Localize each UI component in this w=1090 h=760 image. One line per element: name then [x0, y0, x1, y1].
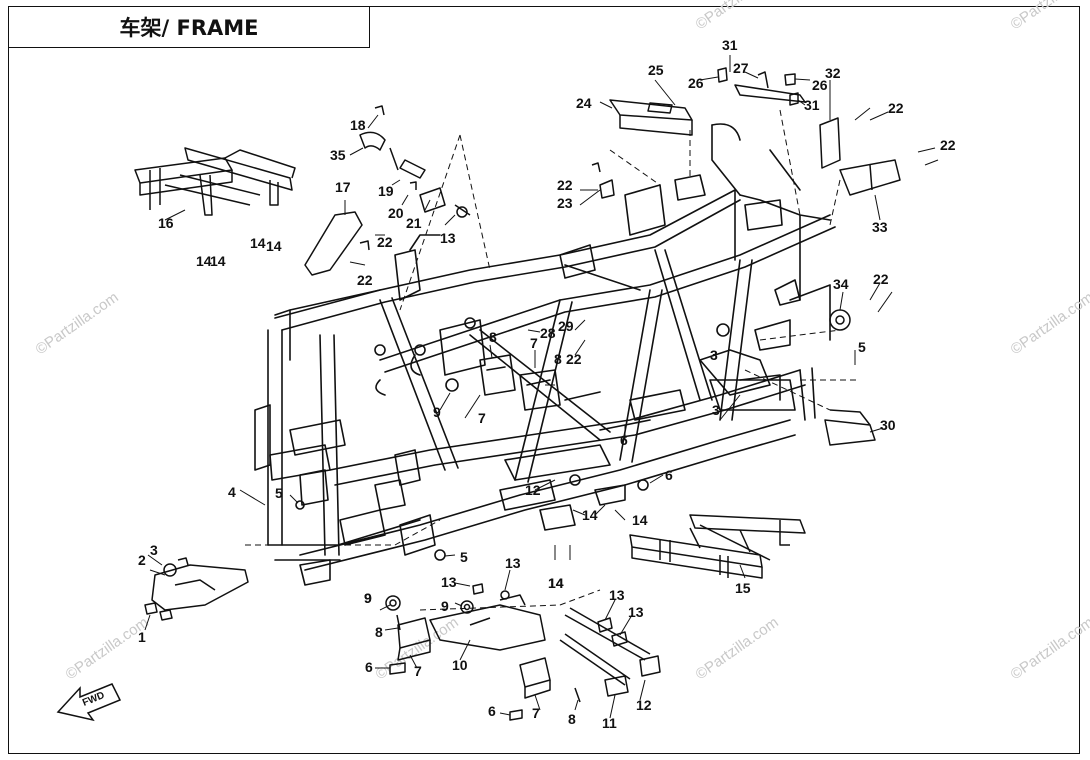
callout-7: 7: [530, 335, 538, 351]
rear-brackets: [591, 67, 901, 446]
part-15-footrest: [629, 514, 806, 579]
callout-31: 31: [722, 37, 738, 53]
callout-9: 9: [364, 590, 372, 606]
callout-27: 27: [733, 60, 749, 76]
callout-17: 17: [335, 179, 351, 195]
callout-13: 13: [628, 604, 644, 620]
callout-10: 10: [452, 657, 468, 673]
callout-22: 22: [377, 234, 393, 250]
callout-1: 1: [138, 629, 146, 645]
callout-22: 22: [566, 351, 582, 367]
callout-12: 12: [636, 697, 652, 713]
callout-4: 4: [228, 484, 236, 500]
callout-13: 13: [505, 555, 521, 571]
watermark: ©Partzilla.com: [693, 0, 782, 33]
callout-18: 18: [350, 117, 366, 133]
callout-9: 9: [433, 404, 441, 420]
callout-22: 22: [888, 100, 904, 116]
fwd-arrow-icon: FWD: [56, 683, 122, 722]
title-box: 车架/ FRAME: [9, 7, 370, 48]
callout-22: 22: [557, 177, 573, 193]
callout-32: 32: [825, 65, 841, 81]
callout-3: 3: [710, 347, 718, 363]
callout-7: 7: [414, 663, 422, 679]
watermark: ©Partzilla.com: [1008, 614, 1090, 684]
watermark: ©Partzilla.com: [1008, 0, 1090, 33]
callout-24: 24: [576, 95, 592, 111]
callout-14: 14: [582, 507, 598, 523]
front-lower-bracket: [144, 557, 249, 621]
callout-28: 28: [540, 325, 556, 341]
watermark: ©Partzilla.com: [693, 614, 782, 684]
callout-13: 13: [441, 574, 457, 590]
callout-8: 8: [489, 329, 497, 345]
callout-9: 9: [364, 590, 372, 606]
callout-22: 22: [357, 272, 373, 288]
callout-8: 8: [375, 624, 383, 640]
callout-14: 14: [548, 575, 564, 591]
callout-8: 8: [568, 711, 576, 727]
watermark: ©Partzilla.com: [1008, 289, 1090, 359]
callout-25: 25: [648, 62, 664, 78]
callout-3: 3: [712, 402, 720, 418]
callout-2: 2: [138, 552, 146, 568]
callout-13: 13: [609, 587, 625, 603]
callout-19: 19: [378, 183, 394, 199]
callout-16: 16: [158, 215, 174, 231]
frame-line-art: [254, 123, 836, 586]
callout-14: 14: [196, 253, 212, 269]
part-16-footrest: [134, 147, 296, 216]
callout-8: 8: [554, 351, 562, 367]
callout-14: 14: [210, 253, 226, 269]
callout-9: 9: [441, 598, 449, 614]
page-title: 车架/ FRAME: [119, 16, 259, 40]
callout-6: 6: [665, 467, 673, 483]
callout-26: 26: [812, 77, 828, 93]
leader-lines: [144, 55, 939, 719]
callout-14: 14: [632, 512, 648, 528]
callout-14: 14: [548, 575, 564, 591]
lower-engine-mounts: [385, 583, 661, 721]
callout-22: 22: [940, 137, 956, 153]
callout-21: 21: [406, 215, 422, 231]
callout-31: 31: [804, 97, 820, 113]
callout-5: 5: [460, 549, 468, 565]
drawing-sheet: 车架/ FRAME: [8, 6, 1080, 754]
callout-14: 14: [250, 235, 266, 251]
callout-34: 34: [833, 276, 849, 292]
callout-3: 3: [150, 542, 158, 558]
watermark: ©Partzilla.com: [63, 614, 152, 684]
callout-14: 14: [266, 238, 282, 254]
callout-30: 30: [880, 417, 896, 433]
callout-22: 22: [873, 271, 889, 287]
callout-12: 12: [525, 482, 541, 498]
callout-33: 33: [872, 219, 888, 235]
callout-7: 7: [532, 705, 540, 721]
callout-35: 35: [330, 147, 346, 163]
callout-29: 29: [558, 318, 574, 334]
callout-11: 11: [602, 715, 617, 731]
callout-20: 20: [388, 205, 404, 221]
watermark: ©Partzilla.com: [33, 289, 122, 359]
callout-5: 5: [275, 485, 283, 501]
callout-6: 6: [488, 703, 496, 719]
callout-5: 5: [858, 339, 866, 355]
callout-13: 13: [440, 230, 456, 246]
upper-left-brackets: [304, 105, 471, 276]
callout-labels: 1 2 3 3 3 4 5 5 5 6 6 6 6 7 7 7 7 8 8 8 …: [138, 37, 956, 731]
callout-6: 6: [620, 432, 628, 448]
callout-23: 23: [557, 195, 573, 211]
callout-6: 6: [365, 659, 373, 675]
callout-15: 15: [735, 580, 751, 596]
callout-26: 26: [688, 75, 704, 91]
callout-7: 7: [478, 410, 486, 426]
